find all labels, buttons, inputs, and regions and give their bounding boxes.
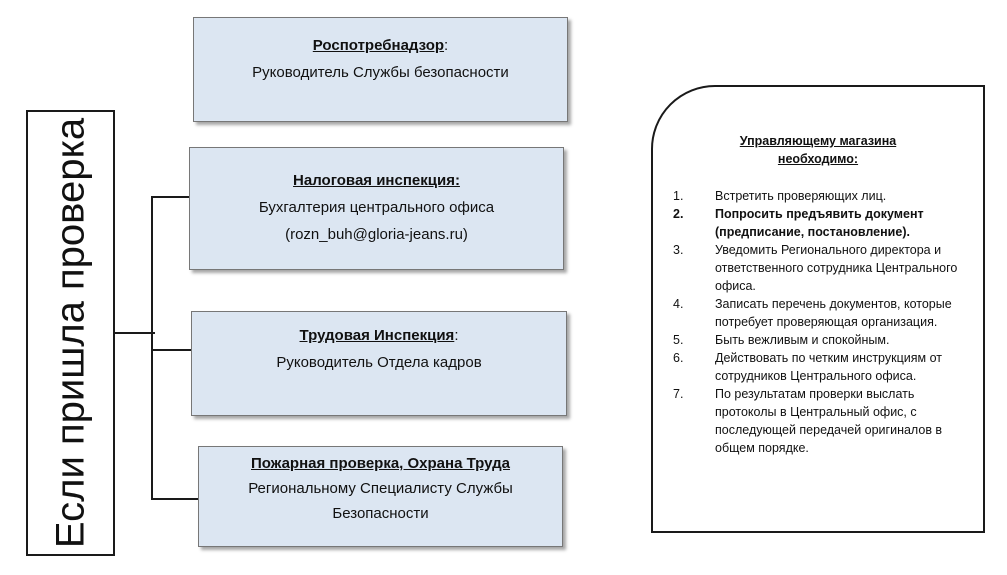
org-contact: Руководитель Отдела кадров [276,354,482,371]
org-contact: Руководитель Службы безопасности [252,64,509,81]
org-contact: Безопасности [332,505,429,522]
step-text: Действовать по четким инструкциям от сот… [715,351,942,383]
steps-list: 1. Встретить проверяющих лиц. 2. Попросить… [673,187,973,457]
step-number: 2. [673,207,684,221]
step-item: 4. Записать перечень документов, которые … [673,295,973,331]
org-box-labor-inspection: Трудовая Инспекция: Руководитель Отдела … [191,311,567,416]
org-box-tax-inspection: Налоговая инспекция: Бухгалтерия централ… [189,147,564,270]
step-text: Быть вежливым и спокойным. [715,333,890,347]
step-item: 1. Встретить проверяющих лиц. [673,187,973,205]
manager-instructions-panel: Управляющему магазина необходимо: 1. Встр… [651,85,985,533]
connector-to-tax [151,196,189,198]
step-text: Встретить проверяющих лиц. [715,189,887,203]
step-number: 3. [673,243,684,257]
step-number: 1. [673,189,684,203]
panel-title-line: Управляющему магазина [739,134,897,148]
step-number: 6. [673,351,684,365]
step-text: Попросить предъявить документ (предписан… [715,207,924,239]
org-title: Трудовая Инспекция [299,327,455,344]
org-title: Роспотребнадзор [312,37,445,54]
step-text: По результатам проверки выслать протокол… [715,387,943,455]
panel-title: Управляющему магазина необходимо: [653,132,983,168]
step-number: 4. [673,297,684,311]
step-item: 7. По результатам проверки выслать проток… [673,385,973,457]
connector-to-fire [151,498,198,500]
org-contact: Региональному Специалисту Службы [248,480,513,497]
org-title: Налоговая инспекция: [293,172,460,189]
inspection-label-box: Если пришла проверка [26,110,115,556]
connector-to-labor [151,349,191,351]
connector-vertical-trunk [151,196,153,500]
org-box-fire-safety: Пожарная проверка, Охрана Труда Регионал… [198,446,563,547]
org-contact: Бухгалтерия центрального офиса [258,199,495,216]
step-text: Записать перечень документов, которые по… [715,297,952,329]
step-text: Уведомить Регионального директора и отве… [715,243,958,293]
step-number: 5. [673,333,684,347]
org-contact-email: (rozn_buh@gloria-jeans.ru) [285,226,468,243]
step-number: 7. [673,387,684,401]
step-item: 3. Уведомить Регионального директора и от… [673,241,973,295]
inspection-label: Если пришла проверка [48,117,92,549]
panel-title-line: необходимо: [777,152,859,166]
step-item: 5. Быть вежливым и спокойным. [673,331,973,349]
org-title: Пожарная проверка, Охрана Труда [251,455,510,472]
org-title-suffix: : [454,327,459,344]
step-item: 6. Действовать по четким инструкциям от с… [673,349,973,385]
org-title-suffix: : [444,37,449,54]
connector-horizontal-main [115,332,155,334]
org-box-rospotrebnadzor: Роспотребнадзор: Руководитель Службы без… [193,17,568,122]
step-item: 2. Попросить предъявить документ (предпис… [673,205,973,241]
